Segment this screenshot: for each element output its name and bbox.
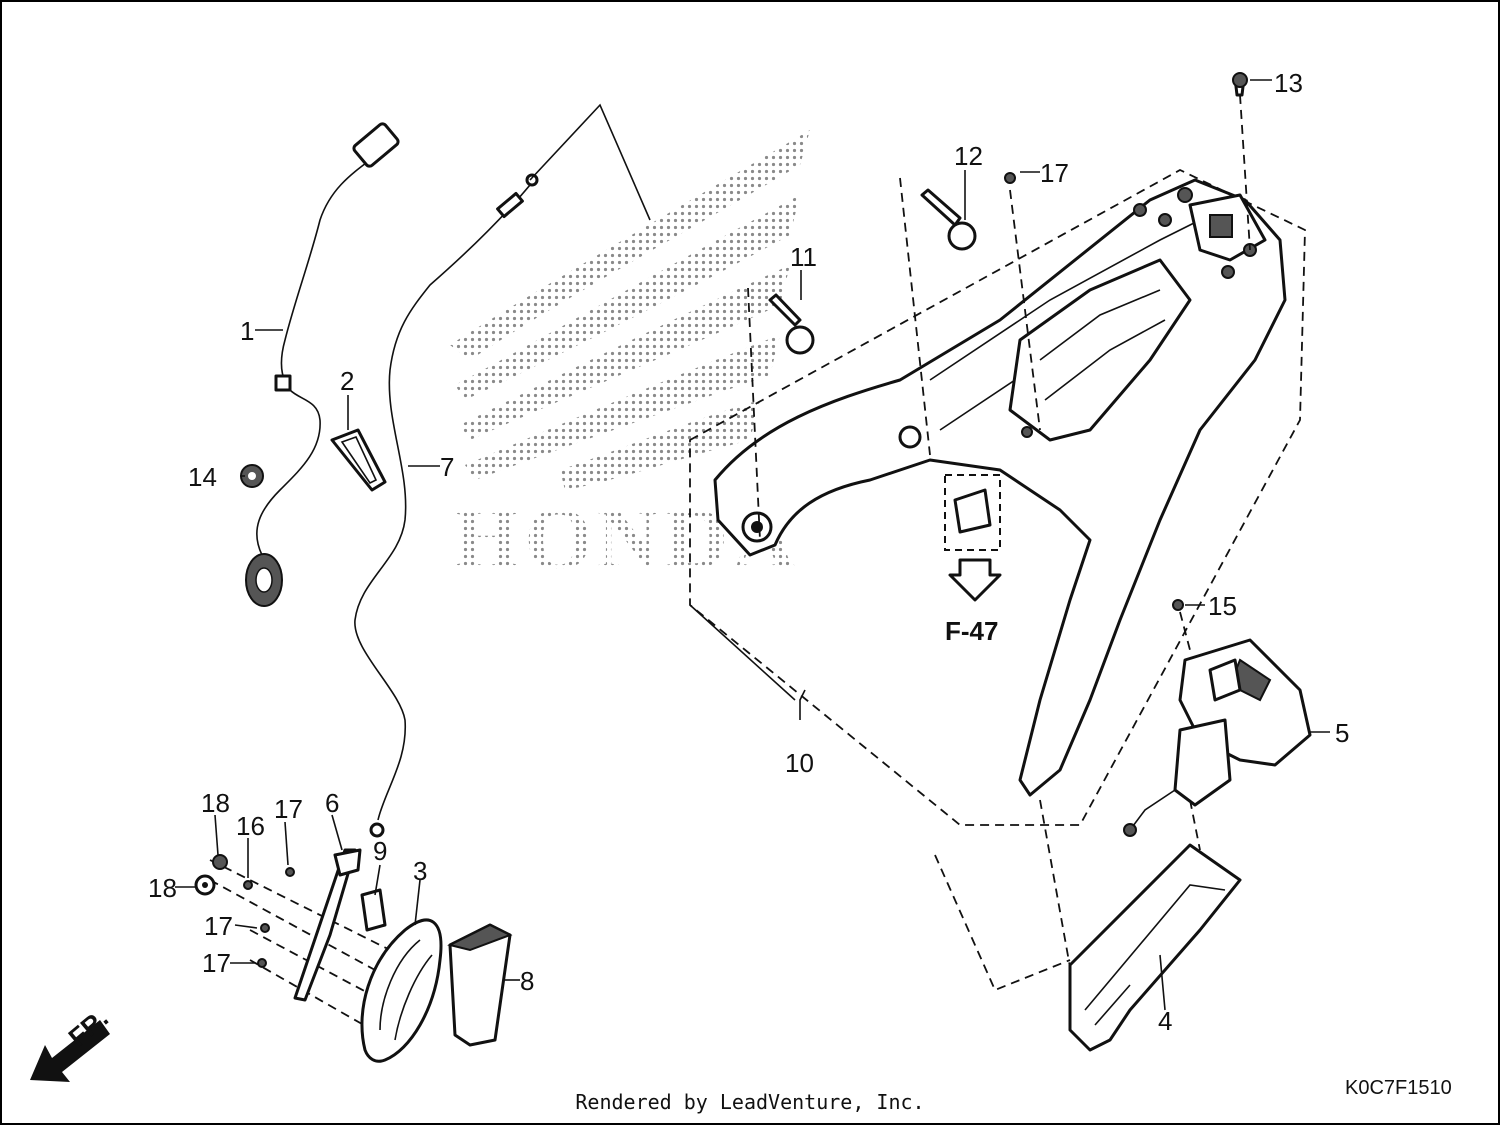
part-10-rear-carrier: [689, 168, 1306, 826]
callout-5: 5: [1335, 718, 1349, 748]
part-11-bolt: [768, 293, 815, 355]
part-12-bolt: [920, 188, 977, 251]
lower-left-assembly: [194, 848, 513, 1063]
callout-10: 10: [785, 748, 814, 778]
callout-4: 4: [1158, 1006, 1172, 1036]
part-15-screw: [1172, 599, 1191, 651]
part-7-cable: [354, 173, 539, 838]
callout-15: 15: [1208, 591, 1237, 621]
callout-11: 11: [790, 242, 817, 272]
part-2-gasket: [330, 428, 387, 492]
callout-17-top: 17: [1040, 158, 1069, 188]
callout-12: 12: [954, 141, 983, 171]
part-code: K0C7F1510: [1345, 1077, 1452, 1099]
part-4-cover: [934, 843, 1242, 1052]
callout-18-upper: 18: [201, 788, 230, 818]
reference-f47-label: F-47: [945, 616, 998, 646]
part-1-wire-harness: [245, 122, 400, 607]
callout-18-lower: 18: [148, 873, 177, 903]
callout-2: 2: [340, 366, 354, 396]
callout-17-middle: 17: [204, 911, 233, 941]
callout-7: 7: [440, 452, 454, 482]
callout-17-upper: 17: [274, 794, 303, 824]
callout-13: 13: [1274, 68, 1303, 98]
front-direction-arrow: FR.: [30, 1003, 114, 1082]
callout-17-lower: 17: [202, 948, 231, 978]
part-17-bolt-top: [1004, 172, 1016, 184]
leader-lines: [175, 79, 1330, 1011]
callout-6: 6: [325, 788, 339, 818]
callout-14: 14: [188, 462, 217, 492]
honda-wing-watermark: HONDA: [450, 130, 810, 588]
part-5-latch: [1039, 638, 1312, 996]
callout-labels: 1 2 3 4 5 6 7 8 9 10 11 12 13 14 15 16 1…: [148, 68, 1452, 1099]
credit-line: Rendered by LeadVenture, Inc.: [575, 1090, 925, 1114]
callout-9: 9: [373, 836, 387, 866]
callout-3: 3: [413, 856, 427, 886]
f47-reference: [944, 474, 1002, 602]
callout-8: 8: [520, 966, 534, 996]
callout-1: 1: [240, 316, 254, 346]
callout-16: 16: [236, 811, 265, 841]
part-13-bolt: [1232, 72, 1251, 251]
